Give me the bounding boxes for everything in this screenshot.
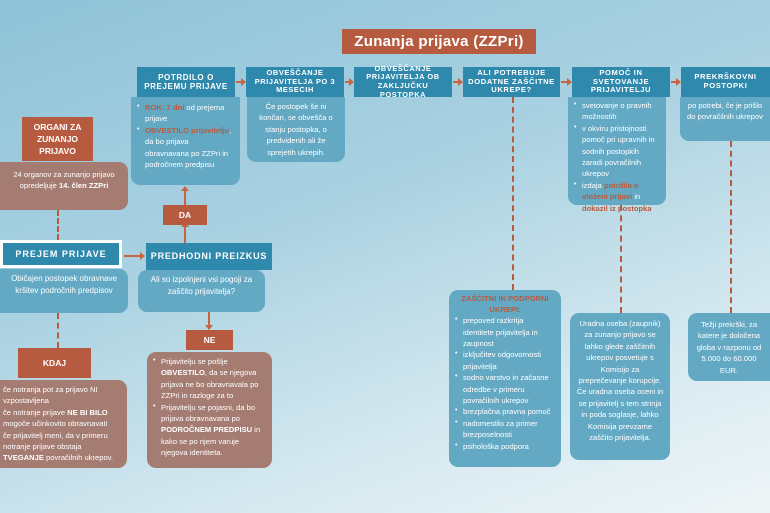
dashed-connector [57,313,59,348]
step-obvescanje-3-body: Če postopek še ni končan, se obvešča o s… [247,97,345,162]
organi-clen: 14. člen ZZPri [58,181,109,191]
pomoc-text: in [632,192,641,202]
ne-text: , da se njegova prijava ne bo obravnaval… [161,368,259,401]
arrow-right-icon [453,78,463,86]
page-title: Zunanja prijava (ZZPri) [342,29,536,54]
arrow-up-icon [181,222,189,243]
zascitni-item: sodno varstvo in začasne odredbe v prime… [455,372,555,406]
ne-body: Prijavitelju se pošlje OBVESTILO, da se … [147,352,272,468]
pomoc-potrdilo: potrdila o vloženi prijavi [582,180,639,202]
prejem-prijave-header: PREJEM PRIJAVE [0,240,122,268]
arrow-right-icon [124,252,145,260]
prejem-prijave-body: Običajen postopek obravnave kršitev podr… [0,269,128,313]
zascitni-item: izključitev odgovornosti prijavitelja [455,349,555,372]
predhodni-preizkus-body: Ali so izpolnjeni vsi pogoji za zaščito … [138,270,265,312]
pomoc-text: . [651,203,654,213]
pomoc-dokazila: dokazil iz postopka [582,203,652,213]
kdaj-ne-bi-bilo: NE BI BILO [67,407,108,417]
step-obvescanje-3-header: OBVEŠČANJE PRIJAVITELJA PO 3 MESECIH [246,67,344,97]
dashed-connector [512,97,514,290]
ne-label: NE [186,330,233,350]
rok-rest: od prejema prijave [145,103,225,124]
tezji-prekrski-box: Težji prekrški, za katere je določena gl… [688,313,770,381]
step-prekrskovni-header: PREKRŠKOVNI POSTOPKI [681,67,770,97]
predhodni-preizkus-header: PREDHODNI PREIZKUS [146,243,272,270]
arrow-up-icon [181,186,189,205]
organi-text: 24 organov za zunanjo prijavo opredeljuj… [13,170,115,191]
kdaj-text: če notranje prijave [3,407,68,417]
zascitni-item: nadomestilo za primer brezposelnosti [455,418,555,441]
step-ukrepi-header: ALI POTREBUJE DODATNE ZAŠČITNE UKREPE? [463,67,560,97]
ne-predpis: PODROČNEM PREDPISU [161,425,253,435]
kdaj-body: če notranja pot za prijavo NI vzpostavlj… [0,380,127,468]
step-pomoc-body: svetovanje o pravnih možnostih v okviru … [568,97,666,213]
step-potrdilo-header: POTRDILO O PREJEMU PRIJAVE [137,67,235,97]
step-prekrskovni-body: po potrebi, če je prišlo do povračilnih … [680,97,770,141]
uradna-oseba-box: Uradna oseba (zaupnik) za zunanjo prijav… [570,313,670,460]
obvestilo-rest: , da bo prijava obravnavana po ZZPri in … [145,125,232,169]
step-obvescanje-zakljucek-header: OBVEŠČANJE PRIJAVITELJA OB ZAKLJUČKU POS… [354,64,452,98]
dashed-connector [57,210,59,240]
kdaj-text: če prijavitelj meni, da v primeru notran… [3,430,108,451]
dashed-connector [730,141,732,313]
obvestilo: OBVESTILO prijavitelju [145,125,229,135]
pomoc-text: izdaja [582,180,604,190]
zascitni-ukrepi-box: ZAŠČITNI IN PODPORNI UKREPI: prepoved ra… [449,290,561,467]
zascitni-item: prepoved razkritja identitete prijavitel… [455,315,555,349]
ne-text: in kako se po njem varuje njegova identi… [161,425,261,458]
organi-body: 24 organov za zunanjo prijavo opredeljuj… [0,162,128,210]
ne-obvestilo: OBVESTILO [161,368,205,378]
kdaj-tveganje: TVEGANJE [3,453,44,463]
arrow-right-icon [561,78,572,86]
ne-text: Prijavitelju se pojasni, da bo prijava o… [161,402,256,423]
zascitni-title: ZAŠČITNI IN PODPORNI UKREPI: [461,294,549,314]
organi-header: ORGANI ZA ZUNANJO PRIJAVO [22,117,93,161]
kdaj-text: povračilnih ukrepov. [43,453,114,463]
step-pomoc-header: POMOČ IN SVETOVANJE PRIJAVITELJU [572,67,670,97]
kdaj-label: KDAJ [18,348,91,378]
arrow-right-icon [236,78,246,86]
zascitni-item: brezplačna pravna pomoč [455,406,555,417]
step-potrdilo-body: ROK: 7 dni od prejema prijave OBVESTILO … [131,97,240,185]
arrow-right-icon [345,78,354,86]
arrow-down-icon [205,312,213,330]
rok: ROK: 7 dni [145,103,185,112]
zascitni-item: psihološka podpora [455,441,555,452]
ne-text: Prijavitelju se pošlje [161,357,228,366]
arrow-right-icon [671,78,681,86]
kdaj-text: mogoče učinkovito obravnavati [3,419,108,429]
kdaj-item: če notranja pot za prijavo NI vzpostavlj… [3,385,98,406]
pomoc-item: svetovanje o pravnih možnostih [574,100,660,123]
da-label: DA [163,205,207,225]
dashed-connector [620,205,622,313]
pomoc-item: v okviru pristojnosti pomoč pri upravnih… [574,123,660,180]
